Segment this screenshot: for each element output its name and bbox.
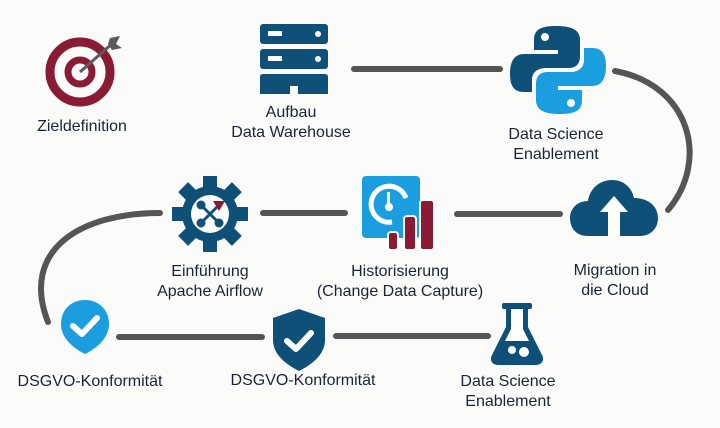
- flask-icon: [490, 303, 544, 365]
- step-label: Historisierung (Change Data Capture): [317, 262, 483, 302]
- step-label: DSGVO-Konformität: [230, 372, 376, 389]
- step-label-line: Enablement: [465, 393, 551, 410]
- step-label: DSGVO-Konformität: [17, 373, 163, 390]
- shield-check-icon: [273, 309, 325, 371]
- step-label-line: Enablement: [513, 146, 599, 163]
- step-label: Data Science Enablement: [508, 125, 603, 165]
- step-label: Aufbau Data Warehouse: [231, 103, 350, 143]
- step-label: Einführung Apache Airflow: [157, 262, 263, 302]
- connector-airflow-dsgvo1: [38, 210, 163, 325]
- check-pin-icon: [61, 300, 109, 354]
- step-label-line: Einführung: [171, 263, 249, 280]
- step-label: Migration in die Cloud: [574, 261, 657, 301]
- gear-icon: [172, 176, 248, 252]
- step-label-line: Historisierung: [351, 263, 449, 280]
- server-icon: [260, 24, 328, 94]
- step-label-line: die Cloud: [581, 282, 649, 299]
- step-label-line: Apache Airflow: [157, 283, 263, 300]
- cloud-upload-icon: [570, 180, 658, 236]
- step-label: Data Science Enablement: [460, 372, 555, 412]
- step-label-line: Migration in: [573, 262, 657, 279]
- target-icon: [45, 36, 122, 107]
- step-label-line: (Change Data Capture): [316, 283, 484, 300]
- step-label-line: Data Warehouse: [231, 124, 351, 141]
- step-label-line: Data Science: [508, 126, 604, 143]
- step-label: Zieldefinition: [37, 118, 127, 135]
- python-icon: [510, 26, 606, 114]
- step-label-line: Aufbau: [265, 104, 317, 121]
- clock-chart-icon: [362, 176, 435, 251]
- step-label-line: Data Science: [460, 373, 556, 390]
- connector-python-cloud: [612, 68, 693, 213]
